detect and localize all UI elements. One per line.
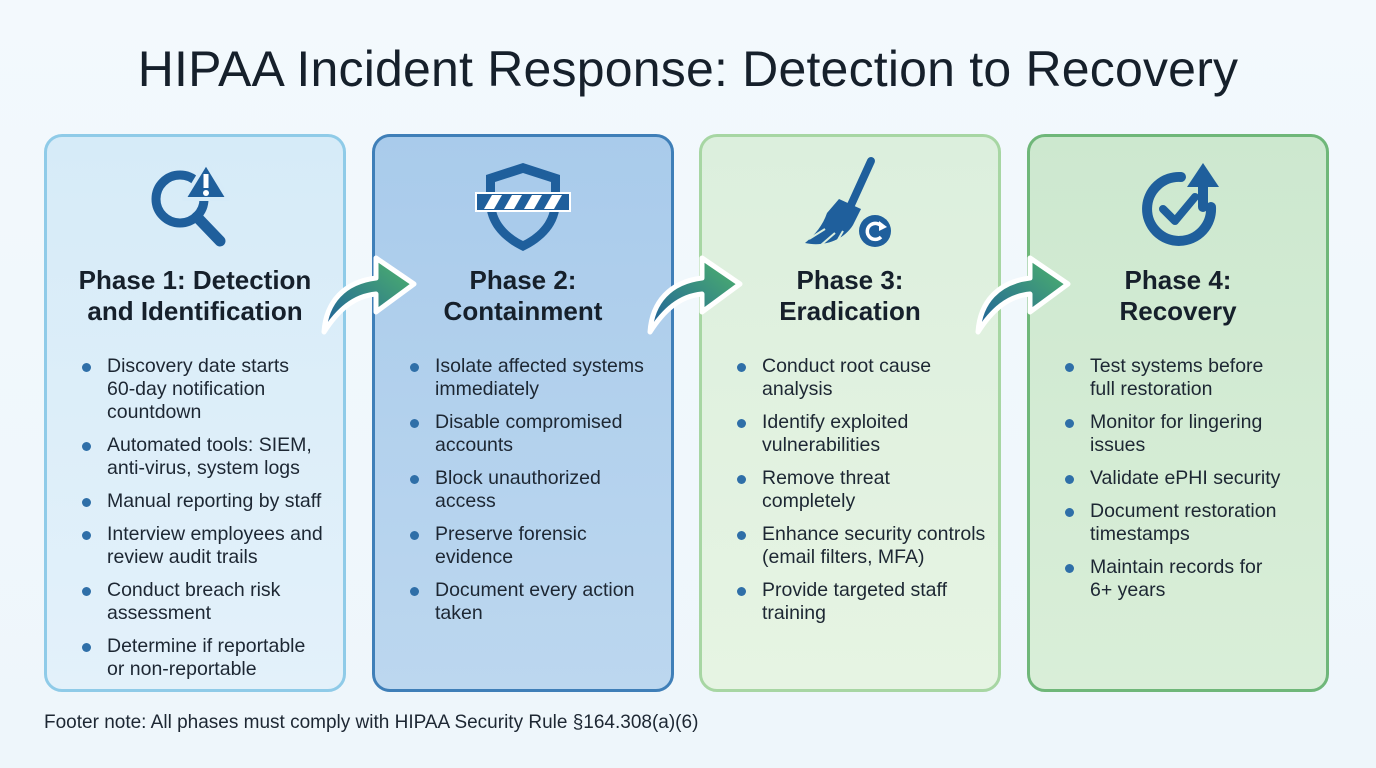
- bullet-dot-icon: [1065, 508, 1074, 517]
- phase-card-detection: Phase 1: Detection and Identification Di…: [44, 134, 346, 692]
- footer-note: Footer note: All phases must comply with…: [44, 712, 699, 733]
- bullet-dot-icon: [82, 643, 91, 652]
- phase-card-containment: Phase 2: Containment Isolate affected sy…: [372, 134, 674, 692]
- bullet-dot-icon: [1065, 564, 1074, 573]
- bullet-dot-icon: [737, 363, 746, 372]
- bullet-dot-icon: [1065, 419, 1074, 428]
- bullet-dot-icon: [410, 587, 419, 596]
- bullet-dot-icon: [737, 419, 746, 428]
- bullet-dot-icon: [1065, 363, 1074, 372]
- bullet-dot-icon: [82, 587, 91, 596]
- bullet-dot-icon: [737, 475, 746, 484]
- bullet-dot-icon: [410, 363, 419, 372]
- phase-title: Phase 4: Recovery: [1119, 265, 1237, 326]
- list-item: Enhance security controls(email filters,…: [734, 523, 988, 569]
- bullet-dot-icon: [737, 587, 746, 596]
- bullet-dot-icon: [82, 442, 91, 451]
- list-item: Manual reporting by staff: [79, 490, 333, 513]
- bullet-dot-icon: [410, 475, 419, 484]
- bullet-dot-icon: [82, 531, 91, 540]
- bullet-dot-icon: [82, 498, 91, 507]
- list-item: Automated tools: SIEM,anti-virus, system…: [79, 434, 333, 480]
- bullet-dot-icon: [82, 363, 91, 372]
- flow-arrow-icon: [647, 255, 743, 335]
- list-item: Validate ePHI security: [1062, 467, 1316, 490]
- bullet-dot-icon: [737, 531, 746, 540]
- phase-title: Phase 3: Eradication: [779, 265, 921, 326]
- phase-title: Phase 1: Detection and Identification: [78, 265, 312, 326]
- bullet-dot-icon: [410, 419, 419, 428]
- shield-barrier-icon: [375, 153, 671, 257]
- flow-arrow-icon: [321, 255, 417, 335]
- bullet-dot-icon: [1065, 475, 1074, 484]
- broom-cleanup-icon: [702, 153, 998, 257]
- bullet-dot-icon: [410, 531, 419, 540]
- magnifier-warning-icon: [47, 153, 343, 257]
- page-title: HIPAA Incident Response: Detection to Re…: [137, 41, 1239, 97]
- phase-title: Phase 2: Containment: [443, 265, 603, 326]
- flow-arrow-icon: [975, 255, 1071, 335]
- recovery-check-arrow-icon: [1030, 153, 1326, 257]
